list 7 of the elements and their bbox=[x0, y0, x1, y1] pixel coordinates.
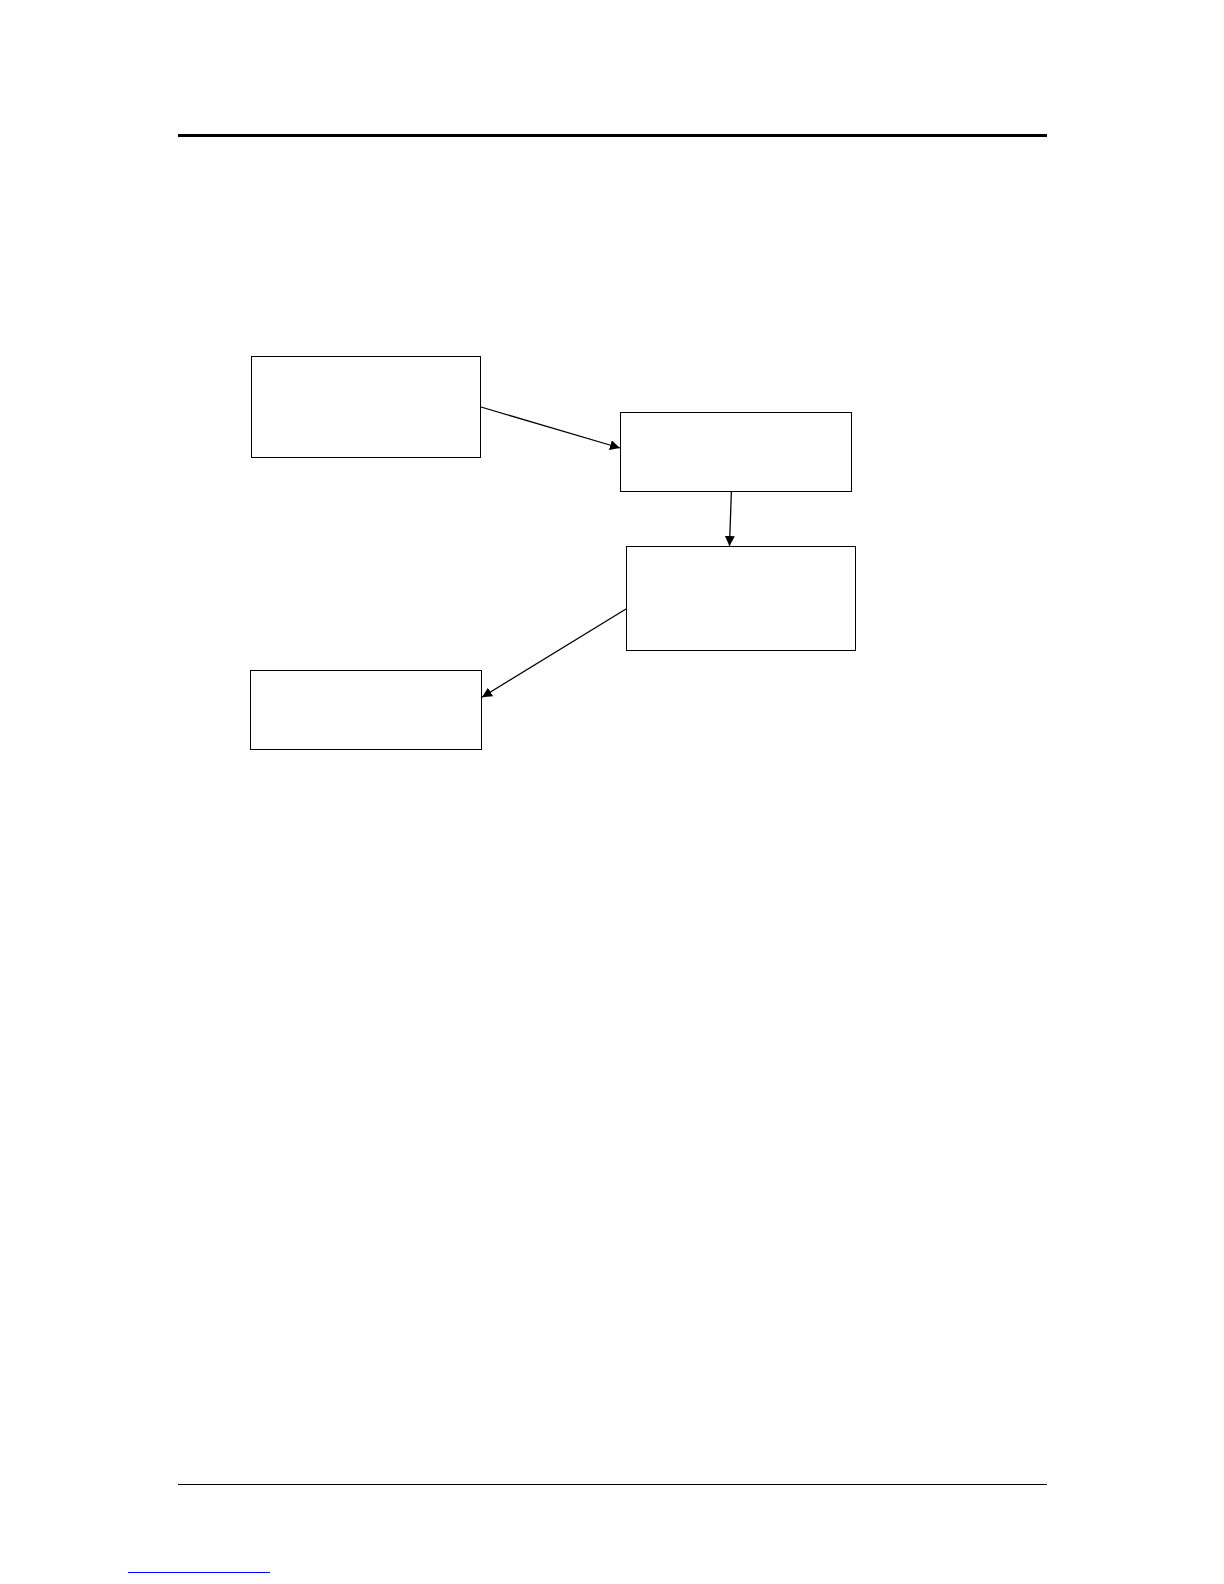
process-box bbox=[250, 670, 482, 750]
process-box bbox=[251, 356, 481, 458]
arrow bbox=[724, 491, 735, 547]
arrow bbox=[481, 608, 627, 698]
process-box bbox=[626, 546, 856, 651]
arrow bbox=[480, 406, 621, 450]
process-box bbox=[620, 412, 852, 492]
